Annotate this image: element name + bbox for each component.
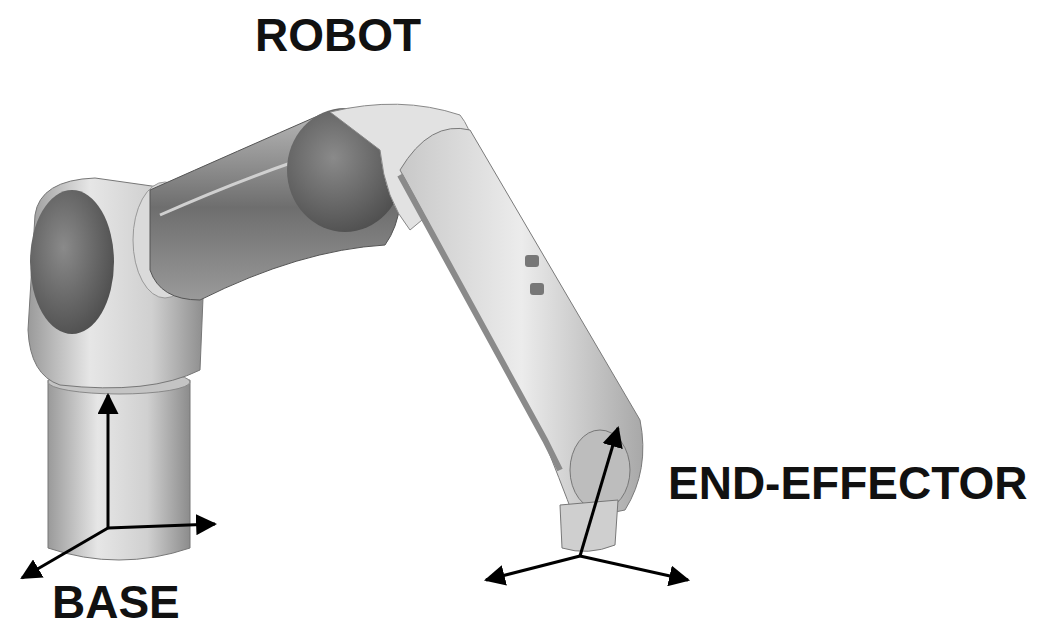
- title-label: ROBOT: [255, 12, 421, 58]
- part-label: END-EFFECTOR: [668, 460, 1028, 506]
- frame-axis: [22, 528, 108, 578]
- frame-axis: [580, 428, 618, 556]
- frame-axis: [107, 395, 110, 528]
- shoulder-joint: [30, 190, 114, 334]
- robot-base: [48, 380, 190, 560]
- end-effector-frame: [486, 428, 688, 580]
- frame-axis: [580, 556, 688, 580]
- forearm-shadow: [400, 175, 560, 470]
- frame-axis: [486, 556, 580, 580]
- part-label: BASE: [52, 579, 180, 625]
- forearm-button: [530, 283, 544, 295]
- wrist-joint: [570, 430, 630, 510]
- frame-axis: [108, 524, 215, 528]
- forearm-button: [525, 255, 539, 267]
- base-frame: [22, 395, 215, 578]
- forearm: [400, 128, 643, 520]
